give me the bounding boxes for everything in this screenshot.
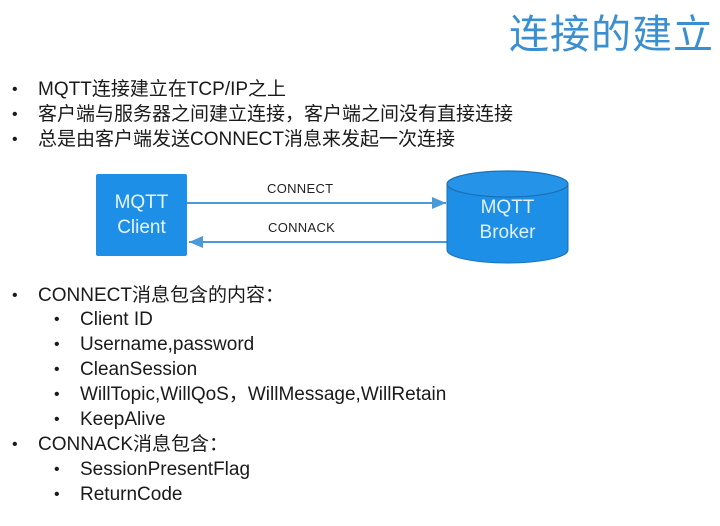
bullet-icon: • bbox=[54, 386, 60, 403]
client-label-line2: Client bbox=[117, 217, 166, 238]
connack-arrow-label: CONNACK bbox=[268, 220, 336, 235]
bullet-icon: • bbox=[54, 461, 60, 478]
item-text: KeepAlive bbox=[80, 409, 166, 430]
bullet-icon: • bbox=[54, 336, 60, 353]
bullet-text: CONNACK消息包含： bbox=[38, 434, 229, 455]
client-label-line1: MQTT bbox=[114, 192, 169, 213]
bullet-text: CONNECT消息包含的内容： bbox=[38, 285, 284, 306]
connect-arrow-label: CONNECT bbox=[267, 181, 334, 196]
bullet-text: MQTT连接建立在TCP/IP之上 bbox=[38, 79, 287, 100]
item-text: WillTopic,WillQoS，WillMessage,WillRetain bbox=[80, 384, 447, 405]
bullet-icon: • bbox=[12, 81, 18, 98]
broker-cylinder-icon bbox=[446, 170, 569, 264]
item-text: CleanSession bbox=[80, 359, 198, 380]
broker-label-line2: Broker bbox=[479, 222, 536, 243]
slide-title: 连接的建立 bbox=[509, 12, 714, 58]
bullet-icon: • bbox=[12, 436, 18, 453]
bullet-icon: • bbox=[54, 411, 60, 428]
item-text: Username,password bbox=[80, 334, 255, 355]
broker-label-line1: MQTT bbox=[480, 197, 535, 218]
bullet-icon: • bbox=[12, 287, 18, 304]
bullet-icon: • bbox=[54, 486, 60, 503]
bullet-icon: • bbox=[54, 361, 60, 378]
bullet-icon: • bbox=[54, 311, 60, 328]
mqtt-client-box: MQTT Client bbox=[96, 174, 187, 256]
mqtt-broker-label: MQTT Broker bbox=[447, 195, 568, 245]
bullet-text: 客户端与服务器之间建立连接，客户端之间没有直接连接 bbox=[38, 104, 514, 125]
item-text: Client ID bbox=[80, 309, 153, 330]
bullet-icon: • bbox=[12, 106, 18, 123]
item-text: ReturnCode bbox=[80, 484, 183, 505]
item-text: SessionPresentFlag bbox=[80, 459, 251, 480]
bullet-icon: • bbox=[12, 131, 18, 148]
bullet-text: 总是由客户端发送CONNECT消息来发起一次连接 bbox=[38, 129, 455, 150]
